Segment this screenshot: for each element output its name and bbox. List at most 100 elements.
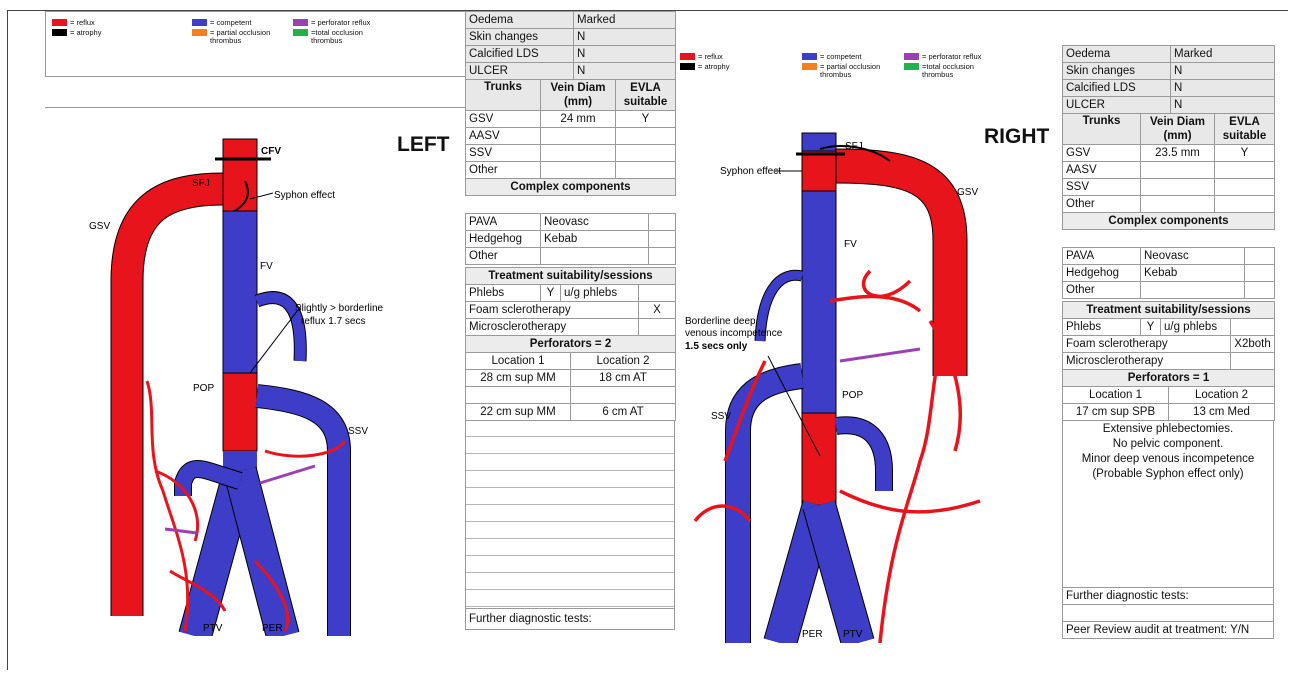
complex-item: Other [466, 248, 541, 265]
table-row: Other [466, 162, 676, 179]
perf-location: 6 cm AT [571, 404, 676, 421]
total-swatch [293, 29, 308, 36]
table-row: 28 cm sup MM18 cm AT [466, 370, 676, 387]
vein-diam-header: Vein Diam (mm) [1141, 114, 1215, 145]
table-row: HedgehogKebab [1063, 265, 1275, 282]
status-label: Oedema [466, 12, 574, 29]
complex-item [1245, 248, 1275, 265]
table-section-row: Perforators = 1 [1063, 370, 1275, 387]
phlebs-label: Phlebs [1063, 319, 1141, 336]
table-section-row: Complex components [1063, 213, 1275, 230]
table-row: PhlebsYu/g phlebs [466, 285, 676, 302]
status-value: N [574, 46, 676, 63]
left-leg-panel: = reflux = atrophy = competent = partial… [45, 11, 675, 611]
foam-value: X2both [1231, 336, 1275, 353]
note-line: Minor deep venous incompetence [1063, 452, 1273, 467]
table-row: SSV [1063, 179, 1275, 196]
table-row: Further diagnostic tests: [1063, 588, 1274, 605]
status-label: Calcified LDS [466, 46, 574, 63]
complex-item: PAVA [1063, 248, 1141, 265]
micro-label: Microsclerotherapy [1063, 353, 1231, 370]
perforators-title: Perforators = 1 [1063, 370, 1275, 387]
status-value: Marked [574, 12, 676, 29]
trunks-header: Trunks [1063, 114, 1141, 145]
table-header-row: Trunks Vein Diam (mm) EVLA suitable [466, 80, 676, 111]
atrophy-swatch [52, 29, 67, 36]
trunk-evla [616, 162, 676, 179]
trunks-header: Trunks [466, 80, 541, 111]
right-vein-diagram: SFJ Syphon effect GSV FV Borderline deep… [680, 121, 1060, 643]
table-row: Calcified LDSN [466, 46, 676, 63]
left-legend: = reflux = atrophy = competent = partial… [45, 11, 465, 77]
right-gsv-trunk [835, 166, 950, 376]
complex-title: Complex components [1063, 213, 1275, 230]
further-tests-label: Further diagnostic tests: [466, 609, 675, 630]
right-further-table: Further diagnostic tests: Peer Review au… [1062, 587, 1274, 639]
atrophy-swatch [680, 63, 695, 70]
perf-location [466, 387, 571, 404]
legend-total-text: =total occlusion thrombus [922, 63, 984, 79]
competent-swatch [192, 19, 207, 26]
complex-item: Kebab [1141, 265, 1245, 282]
complex-item [649, 248, 676, 265]
trunk-name: GSV [466, 111, 541, 128]
status-value: N [1171, 97, 1275, 114]
table-row: Other [466, 248, 676, 265]
status-label: Calcified LDS [1063, 80, 1171, 97]
legend-total-text: =total occlusion thrombus [311, 29, 373, 45]
legend-perforator: = perforator reflux [293, 19, 370, 27]
treatment-title: Treatment suitability/sessions [466, 268, 676, 285]
evla-header: EVLA suitable [1215, 114, 1275, 145]
competent-swatch [802, 53, 817, 60]
left-sfj-label: SFJ [192, 178, 210, 189]
complex-item: Kebab [541, 231, 649, 248]
left-fv-label: FV [260, 261, 273, 272]
complex-item: Other [1063, 282, 1141, 299]
trunk-diam [541, 145, 616, 162]
reflux-swatch [52, 19, 67, 26]
legend-partial: = partial occlusion thrombus [802, 63, 892, 79]
table-row: Microsclerotherapy [466, 319, 676, 336]
micro-value [1231, 353, 1275, 370]
phlebs-value: Y [541, 285, 561, 302]
right-note-line1: Borderline deep [685, 316, 756, 327]
right-status-table: OedemaMarked Skin changesN Calcified LDS… [1062, 45, 1275, 114]
right-notes-box: Extensive phlebectomies. No pelvic compo… [1062, 420, 1274, 587]
right-treatment-table: Treatment suitability/sessions PhlebsYu/… [1062, 301, 1275, 387]
left-perforators-table: Location 1Location 2 28 cm sup MM18 cm A… [465, 352, 676, 421]
location2-header: Location 2 [1169, 387, 1275, 404]
legend-competent-text: = competent [820, 53, 861, 61]
trunk-name: GSV [1063, 145, 1141, 162]
status-label: Oedema [1063, 46, 1171, 63]
status-label: ULCER [466, 63, 574, 80]
trunk-evla [1215, 196, 1275, 213]
table-row: 22 cm sup MM6 cm AT [466, 404, 676, 421]
legend-total: =total occlusion thrombus [904, 63, 984, 79]
trunk-diam [541, 128, 616, 145]
table-header-row: Location 1Location 2 [466, 353, 676, 370]
status-value: N [1171, 63, 1275, 80]
table-row: SSV [466, 145, 676, 162]
peer-review-label: Peer Review audit at treatment: Y/N [1063, 622, 1274, 639]
complex-item [649, 231, 676, 248]
table-row: AASV [466, 128, 676, 145]
status-label: Skin changes [466, 29, 574, 46]
table-row: Microsclerotherapy [1063, 353, 1275, 370]
complex-item [1245, 265, 1275, 282]
left-note-line2: reflux 1.7 secs [301, 316, 365, 327]
table-row: Other [1063, 196, 1275, 213]
legend-competent: = competent [192, 19, 251, 27]
trunk-evla [1215, 179, 1275, 196]
complex-item: Hedgehog [466, 231, 541, 248]
ug-phlebs-value [1231, 319, 1275, 336]
right-gsv-label: GSV [957, 187, 978, 198]
legend-partial-text: = partial occlusion thrombus [210, 29, 282, 45]
trunk-name: Other [466, 162, 541, 179]
trunk-name: SSV [1063, 179, 1141, 196]
note-line: No pelvic component. [1063, 437, 1273, 452]
